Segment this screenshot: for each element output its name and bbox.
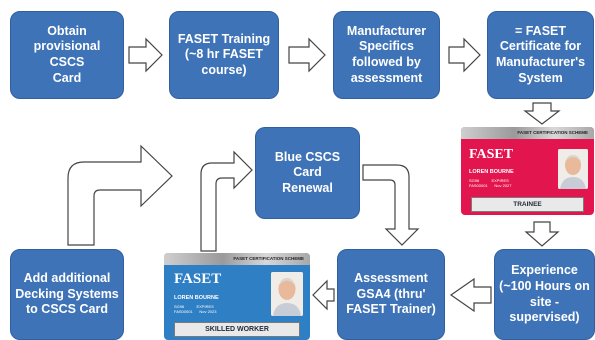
card-logo: FASET [469,147,514,162]
card-scheme-strip: FASET CERTIFICATION SCHEME [461,127,594,139]
step-faset-certificate: = FASET Certificate for Manufacturer's S… [487,11,594,99]
card-photo [271,272,303,316]
curved-arrow-up-icon [67,144,173,246]
card-role-footer: SKILLED WORKER [174,322,300,337]
step-manufacturer-specifics: Manufacturer Specifics followed by asses… [333,11,440,99]
card-role-footer: TRAINEE [471,197,584,212]
step-assessment-gsa4: Assessment GSA4 (thru' FASET Trainer) [337,249,445,340]
arrow-down-icon [524,221,560,247]
card-meta: SG96 EXPIRES FAS00001 Nov 2023 [174,304,217,315]
arrow-right-icon [448,37,481,73]
faset-skilled-worker-card: FASET CERTIFICATION SCHEME FASET LOREN B… [164,253,310,340]
arrow-down-icon [523,102,561,125]
curved-arrow-up-icon [200,150,253,252]
step-renewal-label: Blue CSCS Card Renewal [274,149,341,195]
person-portrait-icon [271,272,303,316]
card-holder-name: LOREN BOURNE [469,169,514,175]
step-blue-cscs-card-renewal: Blue CSCS Card Renewal [255,127,360,219]
step-faset-training: FASET Training (~8 hr FASET course) [169,11,279,99]
curved-arrow-down-icon [362,164,420,246]
card-meta: SG96 EXPIRES FAS00001 Nov 2027 [469,178,512,189]
card-logo: FASET [174,271,222,287]
person-portrait-icon [558,149,588,189]
step-add-decking-label: Add additional Decking Systems to CSCS C… [15,271,119,317]
step-experience: Experience (~100 Hours on site - supervi… [494,249,595,340]
arrow-right-icon [128,37,163,73]
card-scheme-strip: FASET CERTIFICATION SCHEME [164,253,310,265]
arrow-left-icon [312,279,335,311]
step-assessment-label: Assessment GSA4 (thru' FASET Trainer) [346,271,436,317]
step-faset-training-label: FASET Training (~8 hr FASET course) [177,31,271,77]
step-obtain-provisional-cscs-card: Obtain provisional CSCS Card [10,11,124,99]
step-obtain-label: Obtain provisional CSCS Card [33,23,101,85]
card-photo [558,149,588,189]
step-experience-label: Experience (~100 Hours on site - supervi… [499,263,590,325]
arrow-right-icon [288,37,326,73]
step-add-decking-systems: Add additional Decking Systems to CSCS C… [10,249,124,340]
card-holder-name: LOREN BOURNE [174,295,219,301]
step-manufacturer-label: Manufacturer Specifics followed by asses… [346,23,427,85]
arrow-left-icon [449,277,492,313]
faset-trainee-card: FASET CERTIFICATION SCHEME FASET LOREN B… [461,127,594,215]
step-certificate-label: = FASET Certificate for Manufacturer's S… [495,23,586,85]
